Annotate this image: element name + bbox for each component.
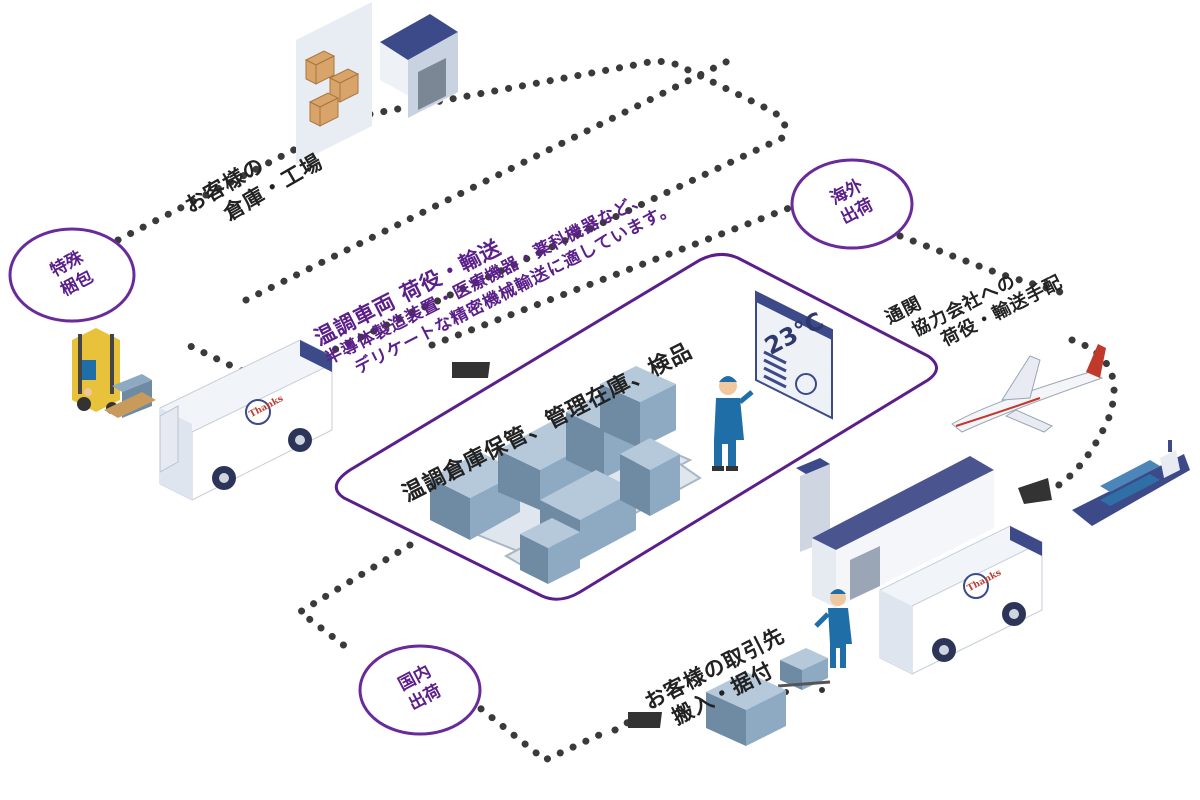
badge-special-packing xyxy=(8,227,136,323)
path-overseas-left xyxy=(428,196,814,349)
temperature-monitor xyxy=(755,290,833,420)
arrow-to-client xyxy=(628,712,662,728)
inspector-worker xyxy=(712,376,754,471)
truck-logo-icon xyxy=(245,399,271,425)
arrow-into-factory xyxy=(1018,478,1052,504)
path-domestic-top xyxy=(293,541,414,654)
container-stack xyxy=(430,366,680,584)
truck-left xyxy=(159,339,333,501)
delivered-container xyxy=(706,672,786,746)
arrow-into-storage xyxy=(452,362,490,378)
truck-logo-right-icon xyxy=(963,573,989,599)
container-6 xyxy=(620,438,680,516)
badge-domestic xyxy=(358,644,482,736)
snowflake-icon xyxy=(795,373,817,395)
container-4 xyxy=(600,366,676,448)
delivery-worker xyxy=(814,589,852,668)
truck-right xyxy=(879,525,1043,675)
container-7 xyxy=(520,518,580,584)
badge-overseas xyxy=(790,158,914,250)
airplane-illustration xyxy=(951,344,1106,433)
cart-cargo xyxy=(777,648,831,695)
path-domestic-bottom xyxy=(466,696,614,765)
path-to-center xyxy=(242,56,734,304)
factory-illustration xyxy=(796,456,994,608)
forklift-illustration xyxy=(72,328,156,418)
customer-warehouse-illustration xyxy=(296,2,458,164)
path-air-sea xyxy=(1036,336,1118,499)
badges xyxy=(8,158,914,736)
ship-illustration xyxy=(1072,440,1190,526)
